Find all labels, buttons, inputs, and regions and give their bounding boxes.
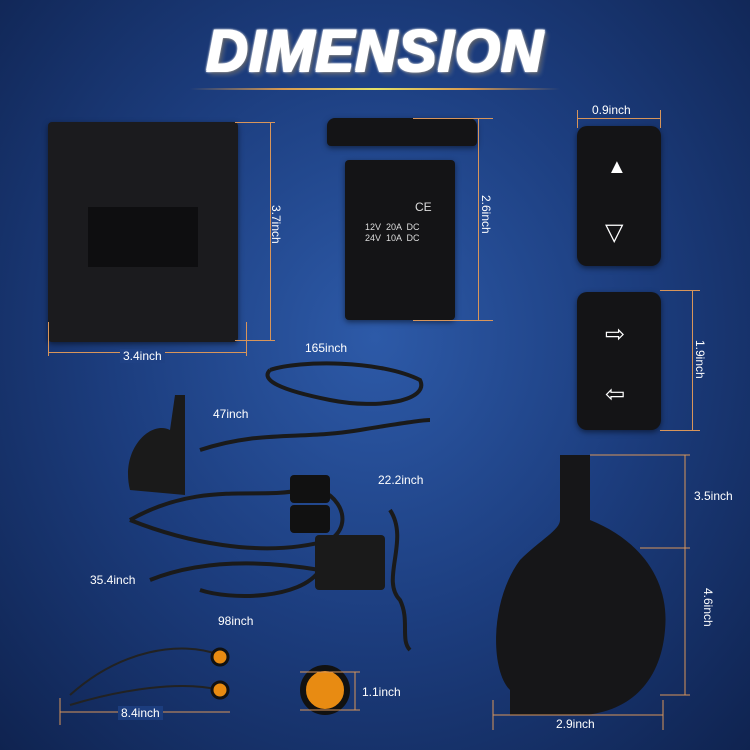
wire [149, 561, 324, 598]
dimension-label: 0.9inch [592, 103, 631, 117]
dimension-label: 98inch [218, 614, 254, 628]
indicator-cable [69, 647, 221, 696]
relay-box [315, 535, 385, 590]
wire [388, 508, 412, 652]
dimension-line [413, 118, 493, 119]
dimension-line [660, 430, 700, 431]
dimension-label: 22.2inch [378, 473, 424, 487]
dimension-line [577, 110, 578, 128]
dimension-label: 3.5inch [694, 489, 733, 503]
wire-coil [265, 361, 424, 406]
rating-text: 24V 10A DC [365, 233, 420, 243]
dimension-label: 1.1inch [362, 685, 401, 699]
wire-coil [129, 486, 345, 551]
dimension-label: 2.9inch [556, 717, 595, 731]
indicator-light [210, 680, 230, 700]
arrow-left-icon: ⇦ [605, 381, 626, 408]
dimension-line [692, 290, 693, 430]
connector [290, 475, 330, 503]
ce-mark: CE [415, 200, 432, 214]
controller-box [48, 122, 238, 342]
controller-label-area [88, 207, 198, 267]
dimension-line [48, 322, 49, 356]
dimension-line [660, 110, 661, 128]
arrow-right-icon: ⇨ [605, 321, 626, 348]
dimension-line [478, 118, 479, 320]
dimension-line [660, 290, 700, 291]
large-horn [496, 455, 666, 716]
socket-cap [327, 118, 477, 146]
dimension-line [270, 122, 271, 340]
dimension-label: 165inch [305, 341, 348, 355]
socket-body: CE 12V 20A DC 24V 10A DC [345, 160, 455, 320]
indicator-light-large [300, 665, 350, 715]
hazard-triangle-icon: ▽ [605, 219, 624, 246]
rocker-switch-turn: ⇨ ⇦ [577, 292, 661, 430]
dimension-label: 3.4inch [120, 349, 165, 363]
indicator-light [210, 647, 230, 667]
indicator-cable [69, 685, 221, 706]
small-horn [128, 395, 185, 495]
rocker-switch-horn-hazard: ▲ ▽ [577, 126, 661, 266]
dimension-line [413, 320, 493, 321]
title: DIMENSION [0, 18, 750, 85]
dimension-label: 47inch [213, 407, 249, 421]
wire [199, 418, 431, 452]
connector [290, 505, 330, 533]
dimension-line [246, 322, 247, 356]
dimension-label: 4.6inch [701, 588, 715, 627]
dimension-label: 35.4inch [90, 573, 136, 587]
rating-text: 12V 20A DC [365, 222, 420, 232]
dimension-line [235, 340, 275, 341]
dimension-label: 8.4inch [118, 706, 163, 720]
dimension-line [235, 122, 275, 123]
title-underline [190, 88, 560, 90]
horn-icon: ▲ [607, 156, 627, 178]
dimension-line [577, 118, 661, 119]
